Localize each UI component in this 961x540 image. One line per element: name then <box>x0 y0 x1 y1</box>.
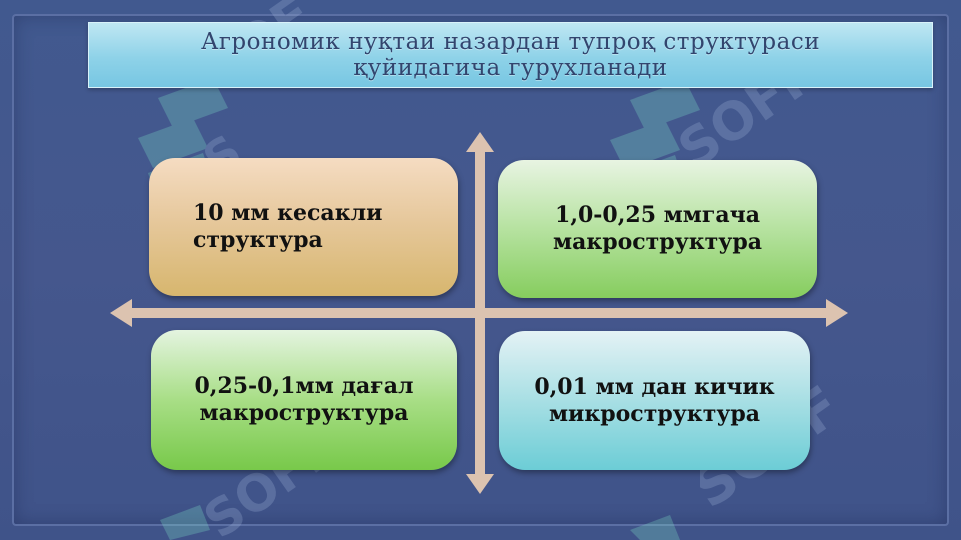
slide-frame <box>12 14 949 526</box>
card-top-right: 1,0-0,25 ммгача макроструктура <box>498 160 817 298</box>
title-banner: Агрономик нуқтаи назардан тупроқ структу… <box>88 22 933 88</box>
card-top-left-line-2: структура <box>193 227 323 253</box>
card-bottom-right-line-2: микроструктура <box>548 400 761 427</box>
card-bottom-left-line-2: макроструктура <box>199 400 409 426</box>
card-bottom-left-line-1: 0,25-0,1мм дағал <box>194 373 414 399</box>
horizontal-arrow <box>110 299 848 327</box>
title-line-2: қуйидагича гурухланади <box>353 55 668 81</box>
card-top-left: 10 мм кесакли структура <box>149 158 458 296</box>
card-bottom-right-line-1: 0,01 мм дан кичик <box>534 373 775 400</box>
card-top-right-line-2: макроструктура <box>552 229 763 255</box>
card-top-right-line-1: 1,0-0,25 ммгача <box>555 202 760 228</box>
card-top-left-line-1: 10 мм кесакли <box>193 200 383 226</box>
card-bottom-right: 0,01 мм дан кичик микроструктура <box>499 331 810 470</box>
title-line-1: Агрономик нуқтаи назардан тупроқ структу… <box>200 29 821 55</box>
card-bottom-left: 0,25-0,1мм дағал макроструктура <box>151 330 457 470</box>
